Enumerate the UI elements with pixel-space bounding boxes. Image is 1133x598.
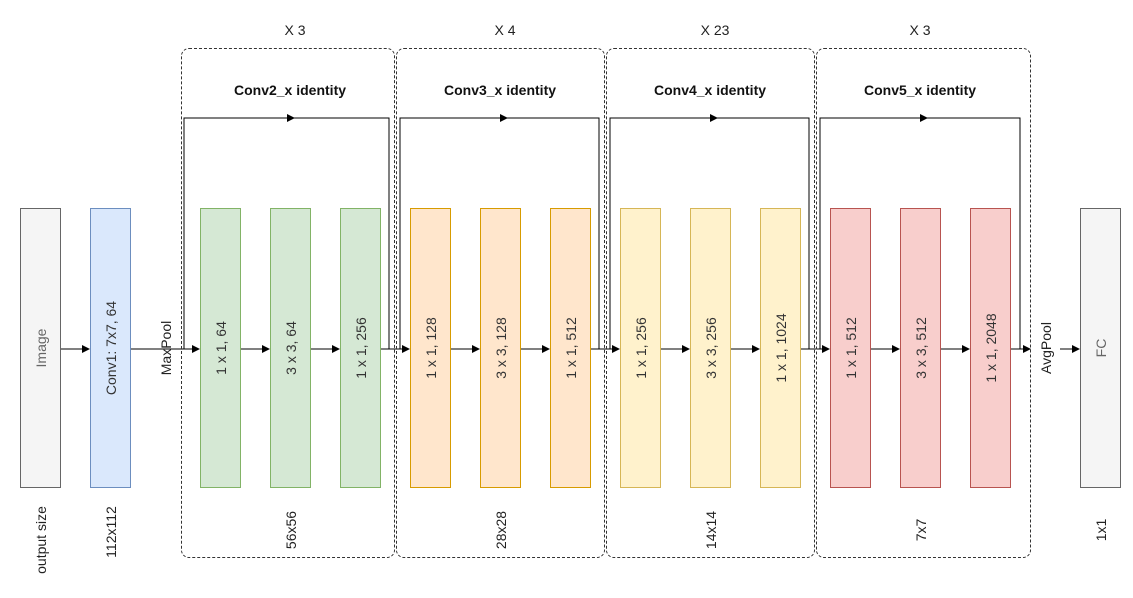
output-size-fc: 1x1 — [1093, 518, 1109, 542]
output-size-conv5: 7x7 — [913, 518, 929, 542]
conv3-layer-2-label: 3 x 3, 128 — [492, 317, 509, 379]
skip-arrow-conv5 — [920, 114, 928, 122]
conv2-title: Conv2_x identity — [233, 82, 347, 98]
conv4-layer-3-label: 1 x 1, 1024 — [772, 313, 789, 383]
conv3-layer-1: 1 x 1, 128 — [410, 208, 451, 488]
conv4-layer-2-label: 3 x 3, 256 — [702, 317, 719, 379]
output-size-conv2: 56x56 — [283, 510, 299, 550]
skip-connection-conv3 — [399, 117, 600, 349]
conv5-layer-3: 1 x 1, 2048 — [970, 208, 1011, 488]
conv4-layer-1-label: 1 x 1, 256 — [632, 317, 649, 379]
conv3-repeat-label: X 4 — [494, 22, 516, 38]
conv2-layer-3-label: 1 x 1, 256 — [352, 317, 369, 379]
conv3-layer-3: 1 x 1, 512 — [550, 208, 591, 488]
conv1-label: Conv1: 7x7, 64 — [102, 300, 119, 396]
skip-connection-conv2 — [183, 117, 390, 349]
conv3-layer-3-label: 1 x 1, 512 — [562, 317, 579, 379]
conv2-layer-2-label: 3 x 3, 64 — [282, 321, 299, 375]
fc-label: FC — [1092, 338, 1109, 358]
conv2-layer-2: 3 x 3, 64 — [270, 208, 311, 488]
conv5-layer-2: 3 x 3, 512 — [900, 208, 941, 488]
conv3-layer-1-label: 1 x 1, 128 — [422, 317, 439, 379]
conv2-group — [181, 48, 395, 558]
conv2-repeat-label: X 3 — [284, 22, 306, 38]
output-size-conv1: 112x112 — [103, 506, 119, 558]
skip-arrow-conv2 — [287, 114, 295, 122]
avgpool-label: AvgPool — [1038, 322, 1054, 374]
conv3-title: Conv3_x identity — [443, 82, 557, 98]
conv4-title: Conv4_x identity — [653, 82, 767, 98]
conv3-group — [396, 48, 605, 558]
maxpool-label: MaxPool — [158, 320, 174, 376]
image-block: Image — [20, 208, 61, 488]
conv5-layer-3-label: 1 x 1, 2048 — [982, 313, 999, 383]
conv1-block: Conv1: 7x7, 64 — [90, 208, 131, 488]
skip-connection-conv4 — [609, 117, 810, 349]
conv3-layer-2: 3 x 3, 128 — [480, 208, 521, 488]
conv4-repeat-label: X 23 — [700, 22, 730, 38]
conv5-repeat-label: X 3 — [909, 22, 931, 38]
conv2-layer-1-label: 1 x 1, 64 — [212, 321, 229, 375]
fc-block: FC — [1080, 208, 1121, 488]
conv5-group — [816, 48, 1031, 558]
output-size-conv4: 14x14 — [703, 510, 719, 550]
image-label: Image — [32, 328, 49, 368]
conv4-layer-2: 3 x 3, 256 — [690, 208, 731, 488]
conv5-layer-1: 1 x 1, 512 — [830, 208, 871, 488]
conv5-layer-2-label: 3 x 3, 512 — [912, 317, 929, 379]
skip-arrow-conv4 — [710, 114, 718, 122]
conv2-layer-1: 1 x 1, 64 — [200, 208, 241, 488]
conv4-group — [606, 48, 815, 558]
conv4-layer-3: 1 x 1, 1024 — [760, 208, 801, 488]
output-size-conv3: 28x28 — [493, 510, 509, 550]
output-size-label: output size — [33, 506, 49, 574]
conv5-layer-1-label: 1 x 1, 512 — [842, 317, 859, 379]
conv4-layer-1: 1 x 1, 256 — [620, 208, 661, 488]
conv2-layer-3: 1 x 1, 256 — [340, 208, 381, 488]
conv5-title: Conv5_x identity — [863, 82, 977, 98]
skip-arrow-conv3 — [500, 114, 508, 122]
